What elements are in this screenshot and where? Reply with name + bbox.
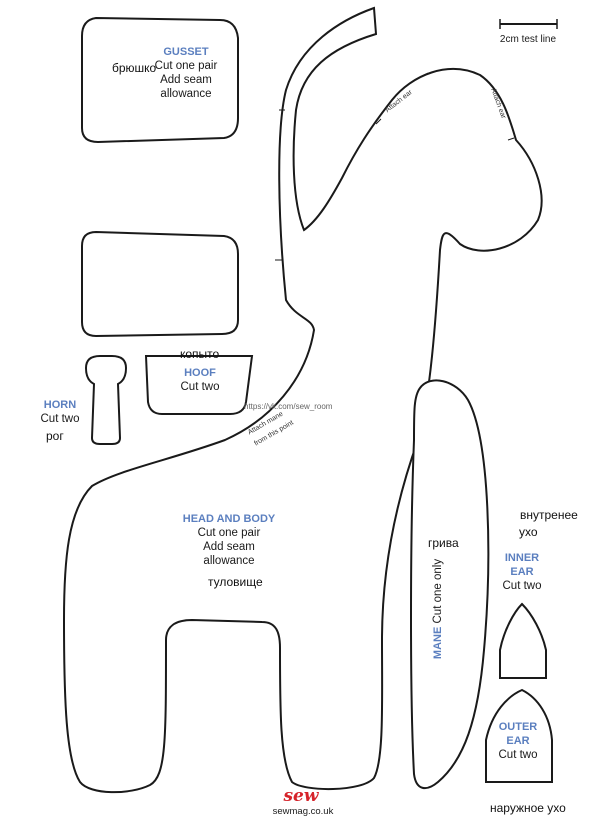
- gusset-ru: брюшко: [112, 61, 157, 75]
- outer-ear-ru: наружное ухо: [490, 801, 566, 815]
- mane-label: MANE Cut one only: [431, 549, 445, 669]
- outer-ear-title-1: OUTER: [498, 721, 538, 733]
- horn-ru: рог: [46, 429, 64, 443]
- inner-ear-title-2: EAR: [510, 566, 534, 578]
- inner-ear-title-1: INNER: [504, 552, 540, 564]
- head-body-piece: [62, 6, 543, 794]
- mane-ru: грива: [428, 536, 459, 550]
- inner-ear-ru-1: внутренее: [520, 508, 578, 522]
- inner-ear-piece: [499, 602, 547, 679]
- head-body-ru: туловище: [208, 575, 263, 589]
- hoof-piece: [144, 355, 254, 415]
- outer-ear-label: OUTER EAR Cut two: [490, 720, 546, 762]
- inner-ear-ru-2: ухо: [519, 525, 538, 539]
- hoof-ru: копыто: [180, 347, 220, 361]
- mane-title: MANE: [432, 626, 444, 660]
- notch-mark: [422, 72, 429, 77]
- horn-title: HORN: [43, 399, 77, 411]
- horn-label: HORN Cut two: [30, 398, 90, 426]
- head-body-title: HEAD AND BODY: [182, 513, 276, 525]
- gusset-label: GUSSET Cut one pair Add seam allowance: [140, 45, 232, 101]
- hoof-cut: Cut two: [180, 381, 220, 393]
- hoof-title: HOOF: [184, 367, 216, 379]
- outer-ear-title-2: EAR: [506, 735, 530, 747]
- site-url: sewmag.co.uk: [272, 806, 334, 817]
- gusset-piece: [81, 16, 239, 144]
- head-body-label: HEAD AND BODY Cut one pair Add seam allo…: [174, 512, 284, 568]
- inner-ear-label: INNER EAR Cut two: [494, 551, 550, 593]
- inner-ear-cut: Cut two: [502, 580, 542, 592]
- head-body-seam: Add seam: [203, 541, 255, 553]
- head-body-cut: Cut one pair: [197, 527, 261, 539]
- test-line-label: 2cm test line: [499, 34, 557, 45]
- notch-mark: [375, 118, 382, 125]
- notch-mark: [507, 137, 515, 141]
- horn-piece: [84, 355, 128, 445]
- hoof-label: HOOF Cut two: [160, 366, 240, 394]
- test-line: [499, 19, 558, 29]
- outer-ear-piece: [485, 688, 553, 783]
- horn-cut: Cut two: [40, 413, 80, 425]
- gusset-cut: Cut one pair: [154, 60, 218, 72]
- gusset-piece-lower: [81, 230, 239, 338]
- gusset-allowance: allowance: [160, 88, 212, 100]
- watermark-url: https://vk.com/sew_room: [244, 402, 333, 411]
- gusset-title: GUSSET: [163, 46, 209, 58]
- mane-piece: [410, 379, 490, 790]
- mane-cut: Cut one only: [432, 558, 444, 624]
- outer-ear-cut: Cut two: [498, 749, 538, 761]
- gusset-seam: Add seam: [160, 74, 212, 86]
- sew-logo: sew: [283, 786, 319, 806]
- head-body-allowance: allowance: [203, 555, 255, 567]
